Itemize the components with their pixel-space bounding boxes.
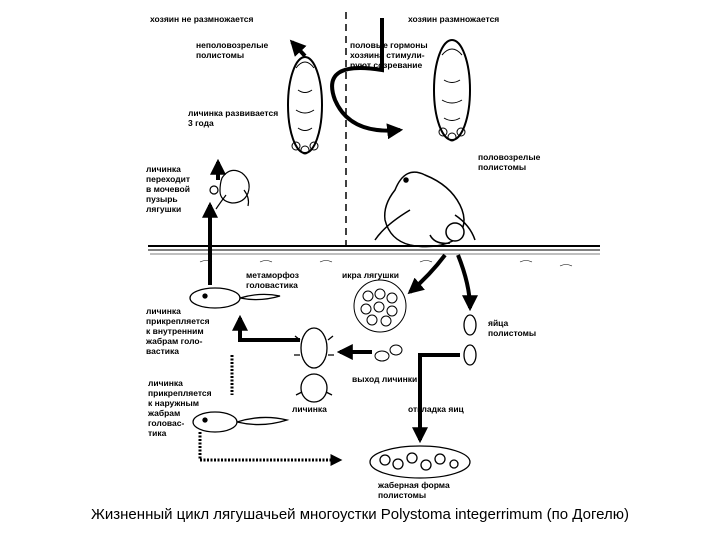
arrow-frog-to-fluke-eggs <box>456 254 478 312</box>
mature-polystome <box>433 39 471 142</box>
label-attach-outer-gills: личинка прикрепляется к наружным жабрам … <box>148 378 212 438</box>
label-attach-inner-gills: личинка прикрепляется к внутренним жабра… <box>146 306 210 356</box>
frog-eggs <box>353 279 407 333</box>
arrow-frog-to-eggs <box>407 253 447 295</box>
arrow-hormones-curve <box>330 18 404 140</box>
water-surface <box>148 245 600 267</box>
label-metamorphosis: метаморфоз головастика <box>246 270 299 290</box>
label-egg-laying: откладка яиц <box>408 404 464 414</box>
figure-caption: Жизненный цикл лягушачьей многоустки Pol… <box>91 506 629 523</box>
free-larva <box>374 344 403 362</box>
arrow-to-immature <box>289 39 307 58</box>
immature-polystome <box>287 56 323 155</box>
tadpole-outer-gills <box>192 411 290 433</box>
arrow-eggs-to-gill <box>412 353 460 444</box>
cycle-arrows <box>202 18 478 444</box>
label-larva: личинка <box>292 404 327 414</box>
small-frog <box>209 169 250 210</box>
header-host-breeding: хозяин размножается <box>408 14 500 24</box>
label-immature: неполовозрелые полистомы <box>196 40 269 60</box>
ladder-arrows <box>198 355 343 466</box>
gill-form-polystome <box>369 445 471 479</box>
label-fluke-eggs: яйца полистомы <box>488 318 537 338</box>
fluke-eggs <box>463 314 477 366</box>
label-hormones: половые гормоны хозяина стимули- руют со… <box>350 40 428 70</box>
label-mature: половозрелые полистомы <box>478 152 541 172</box>
label-frog-eggs: икра лягушки <box>342 270 399 280</box>
arrow-larva-to-tadpole <box>232 314 300 342</box>
label-larva-exit: выход личинки <box>352 374 418 384</box>
header-host-not-breeding: хозяин не размножается <box>150 14 254 24</box>
tadpole-metamorphosis <box>189 287 281 309</box>
label-gill-form: жаберная форма полистомы <box>378 480 450 500</box>
label-bladder: личинка переходит в мочевой пузырь лягуш… <box>146 164 191 214</box>
frog <box>374 171 476 248</box>
label-larva-3-years: личинка развивается 3 года <box>188 108 279 128</box>
